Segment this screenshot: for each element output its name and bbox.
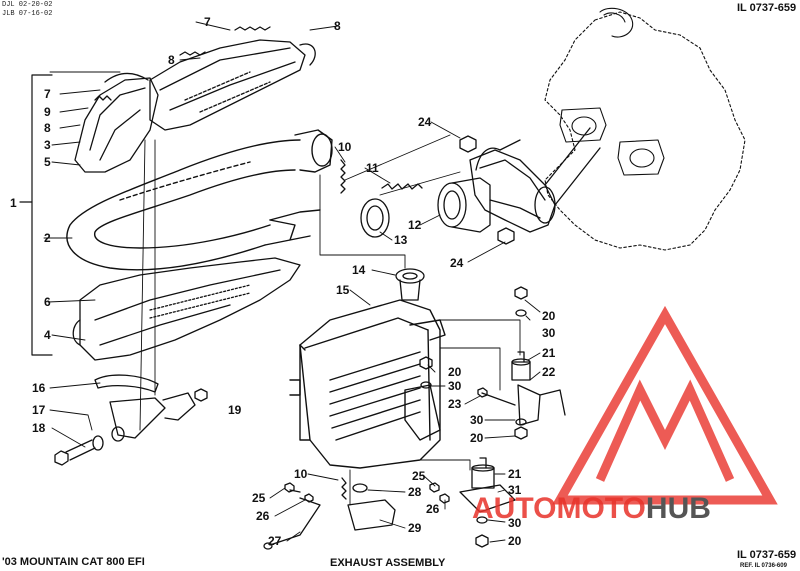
left-upper-shield [74, 72, 159, 173]
callout-8b: 8 [168, 53, 175, 67]
grommet-14 [395, 268, 425, 301]
callout-21b: 21 [508, 467, 522, 481]
watermark-brand-hub: HUB [645, 492, 711, 525]
leader-lines [43, 21, 541, 543]
drawing-code-2: JLB 07-16-02 [2, 10, 53, 18]
callout-28: 28 [408, 485, 422, 499]
nut-19 [194, 388, 208, 402]
callout-20b: 20 [448, 365, 462, 379]
callout-3: 3 [44, 138, 51, 152]
callout-20d: 20 [508, 534, 522, 548]
bolt-18 [54, 426, 125, 466]
callout-30b: 30 [448, 379, 462, 393]
muffler [289, 299, 446, 469]
watermark-brand-auto: AUTO [472, 492, 557, 525]
diagram-title: EXHAUST ASSEMBLY [330, 557, 446, 569]
lower-heat-shield [72, 257, 301, 361]
expansion-chamber [66, 129, 333, 271]
upper-heat-shield [149, 26, 316, 131]
callout-20c: 20 [470, 431, 484, 445]
callout-7b: 7 [44, 87, 51, 101]
illustration-id-bottom: IL 0737-659 [737, 549, 797, 561]
callout-29: 29 [408, 521, 422, 535]
callout-6: 6 [44, 295, 51, 309]
callout-12: 12 [408, 218, 422, 232]
callout-10b: 10 [294, 467, 308, 481]
drawing-code-1: DJL 02-20-02 [2, 1, 53, 9]
callout-30c: 30 [470, 413, 484, 427]
strap-16 [94, 374, 159, 393]
callout-11: 11 [366, 161, 379, 175]
callout-24a: 24 [418, 115, 432, 129]
callout-5: 5 [44, 155, 51, 169]
callout-25b: 25 [412, 469, 426, 483]
reference-id: REF. IL 0736-609 [740, 563, 787, 569]
mount-hardware-lower [263, 477, 450, 550]
callout-4: 4 [44, 328, 51, 342]
watermark-logo [552, 305, 778, 505]
callout-25a: 25 [252, 491, 266, 505]
callout-17: 17 [32, 403, 46, 417]
exhaust-manifold [469, 127, 601, 233]
callout-13: 13 [394, 233, 408, 247]
callout-7a: 7 [204, 15, 211, 29]
callout-14: 14 [352, 263, 366, 277]
callout-24b: 24 [450, 256, 464, 270]
callout-2: 2 [44, 231, 51, 245]
callout-1: 1 [10, 196, 17, 210]
engine-outline [544, 11, 746, 251]
callout-8a: 8 [334, 19, 341, 33]
nut-24-top [459, 135, 477, 153]
callout-21a: 21 [542, 346, 556, 360]
watermark-brand: AUTOMOTOHUB [472, 492, 711, 526]
callout-20a: 20 [542, 309, 556, 323]
callout-26a: 26 [256, 509, 270, 523]
callout-18: 18 [32, 421, 46, 435]
callout-8c: 8 [44, 121, 51, 135]
support-bracket-17 [109, 392, 196, 439]
seal-ring [360, 198, 390, 238]
illustration-id-top: IL 0737-659 [737, 2, 797, 14]
callout-30d: 30 [508, 516, 522, 530]
callout-16: 16 [32, 381, 46, 395]
engine-mount-ports [559, 7, 665, 176]
callout-23: 23 [448, 397, 462, 411]
callout-19: 19 [228, 403, 242, 417]
nut-24-bottom [497, 227, 515, 245]
exhaust-coupler [437, 177, 491, 233]
callout-31: 31 [508, 483, 522, 497]
callout-9: 9 [44, 105, 51, 119]
group-bracket-1 [31, 74, 53, 356]
part-callouts: 1 2 3 4 5 6 7 7 8 8 8 9 10 10 11 12 13 1… [10, 15, 556, 548]
callout-27: 27 [268, 534, 282, 548]
callout-10a: 10 [338, 140, 352, 154]
spring-10-top [340, 159, 346, 194]
watermark-brand-moto: MOTO [556, 492, 646, 525]
callout-30a: 30 [542, 326, 556, 340]
assembly-lines [139, 134, 521, 506]
callout-22: 22 [542, 365, 556, 379]
model-name: '03 MOUNTAIN CAT 800 EFI [2, 556, 145, 568]
callout-15: 15 [336, 283, 350, 297]
callout-26b: 26 [426, 502, 440, 516]
